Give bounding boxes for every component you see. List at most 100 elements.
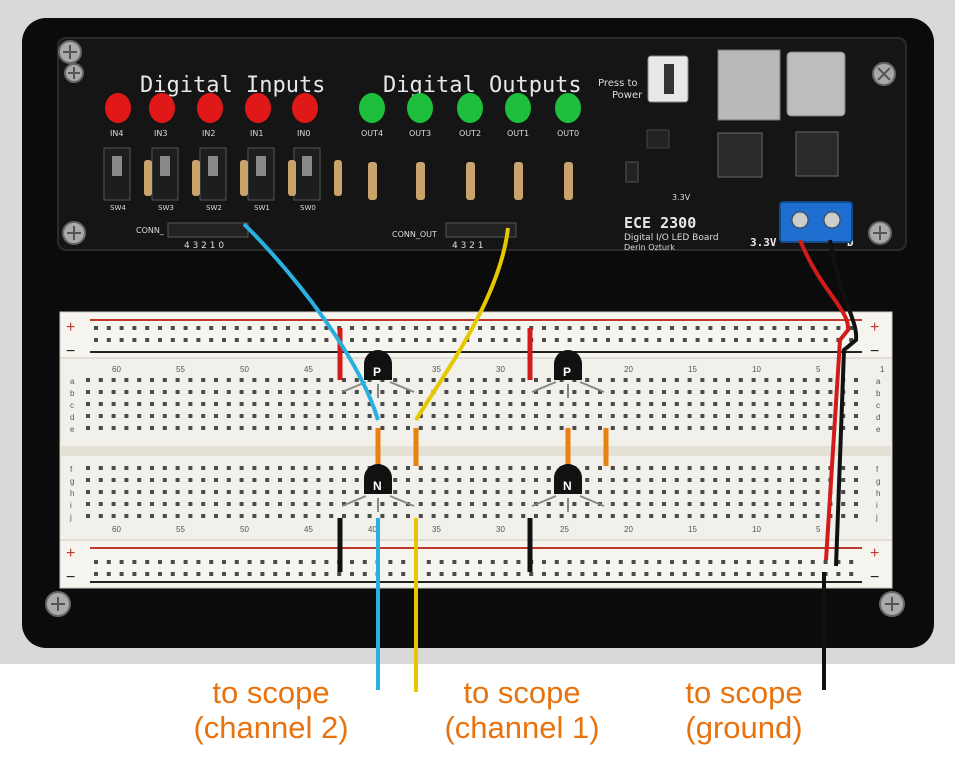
breadboard-hole [137,414,142,418]
breadboard-hole [239,426,244,430]
breadboard-hole [618,572,623,576]
breadboard-hole [708,338,713,342]
breadboard-hole [350,326,354,330]
breadboard-hole [111,426,116,430]
breadboard-hole [418,490,423,494]
breadboard-hole [388,572,393,576]
breadboard-hole [644,560,649,564]
breadboard-hole [324,572,329,576]
column-number: 15 [688,525,697,534]
input-led-label: IN1 [250,129,263,138]
breadboard-hole [790,466,794,470]
breadboard-hole [649,490,654,494]
breadboard-hole [559,414,564,418]
row-letter: i [70,501,72,510]
breadboard-hole [746,326,751,330]
resistors [144,160,573,200]
breadboard-hole [150,426,154,430]
breadboard-hole [841,490,846,494]
breadboard-hole [777,378,782,382]
row-letter: a [876,377,881,386]
breadboard-hole [534,426,538,430]
red-led [292,93,318,123]
breadboard-hole [86,514,90,518]
input-led-label: IN2 [202,129,215,138]
breadboard-hole [700,502,705,506]
breadboard-hole [406,514,410,518]
breadboard-hole [214,466,218,470]
breadboard-hole [278,478,282,482]
switch-knob[interactable] [208,156,218,176]
breadboard-hole [124,378,129,382]
breadboard-hole [854,514,858,518]
breadboard-hole [406,490,410,494]
breadboard-hole [196,338,201,342]
breadboard-hole [431,478,436,482]
breadboard-hole [124,426,129,430]
breadboard-hole [521,390,526,394]
switch-knob[interactable] [256,156,266,176]
breadboard-hole [810,560,815,564]
breadboard-hole [585,502,590,506]
breadboard-hole [170,560,175,564]
breadboard-hole [201,478,206,482]
breadboard-hole [738,466,743,470]
breadboard-hole [137,402,142,406]
breadboard-hole [657,572,662,576]
breadboard-hole [559,514,564,518]
breadboard-hole [572,426,577,430]
power-button-cap[interactable] [664,64,674,94]
breadboard-hole [98,514,103,518]
scope-label-channel1: to scope (channel 1) [430,675,614,745]
breadboard-hole [367,514,372,518]
breadboard-hole [406,466,410,470]
chip [717,132,763,178]
breadboard-hole [618,560,623,564]
breadboard-hole [214,378,218,382]
breadboard-hole [777,390,782,394]
switch-knob[interactable] [160,156,170,176]
breadboard-hole [439,572,444,576]
terminal-block [779,201,853,243]
breadboard-hole [623,378,628,382]
breadboard-hole [508,378,513,382]
breadboard-hole [329,378,334,382]
breadboard-hole [470,390,474,394]
breadboard-hole [713,502,718,506]
breadboard-hole [572,402,577,406]
breadboard-hole [298,338,303,342]
switch-label: SW4 [110,204,126,212]
breadboard-hole [431,414,436,418]
breadboard-hole [226,378,231,382]
breadboard-hole [406,414,410,418]
breadboard-hole [201,466,206,470]
breadboard-hole [674,514,679,518]
breadboard-hole [170,338,175,342]
column-number: 5 [816,365,821,374]
switch-knob[interactable] [112,156,122,176]
breadboard-hole [802,390,807,394]
breadboard-hole [567,338,572,342]
breadboard-hole [252,426,257,430]
breadboard-hole [106,338,111,342]
breadboard-hole [828,426,833,430]
breadboard-hole [214,414,218,418]
breadboard-hole [444,426,449,430]
breadboard-hole [798,560,802,564]
rail-plus-label: + [66,319,75,336]
breadboard-hole [700,478,705,482]
breadboard-hole [854,378,858,382]
breadboard-hole [478,572,482,576]
switch-knob[interactable] [302,156,312,176]
breadboard-hole [367,426,372,430]
row-letter: g [70,477,74,486]
resistor [240,160,248,196]
breadboard-hole [196,560,201,564]
breadboard-hole [119,560,124,564]
breadboard-hole [298,560,303,564]
breadboard-hole [426,338,431,342]
breadboard-hole [534,478,538,482]
breadboard-hole [554,326,559,330]
breadboard-hole [362,560,367,564]
transistor-label: P [373,365,381,379]
